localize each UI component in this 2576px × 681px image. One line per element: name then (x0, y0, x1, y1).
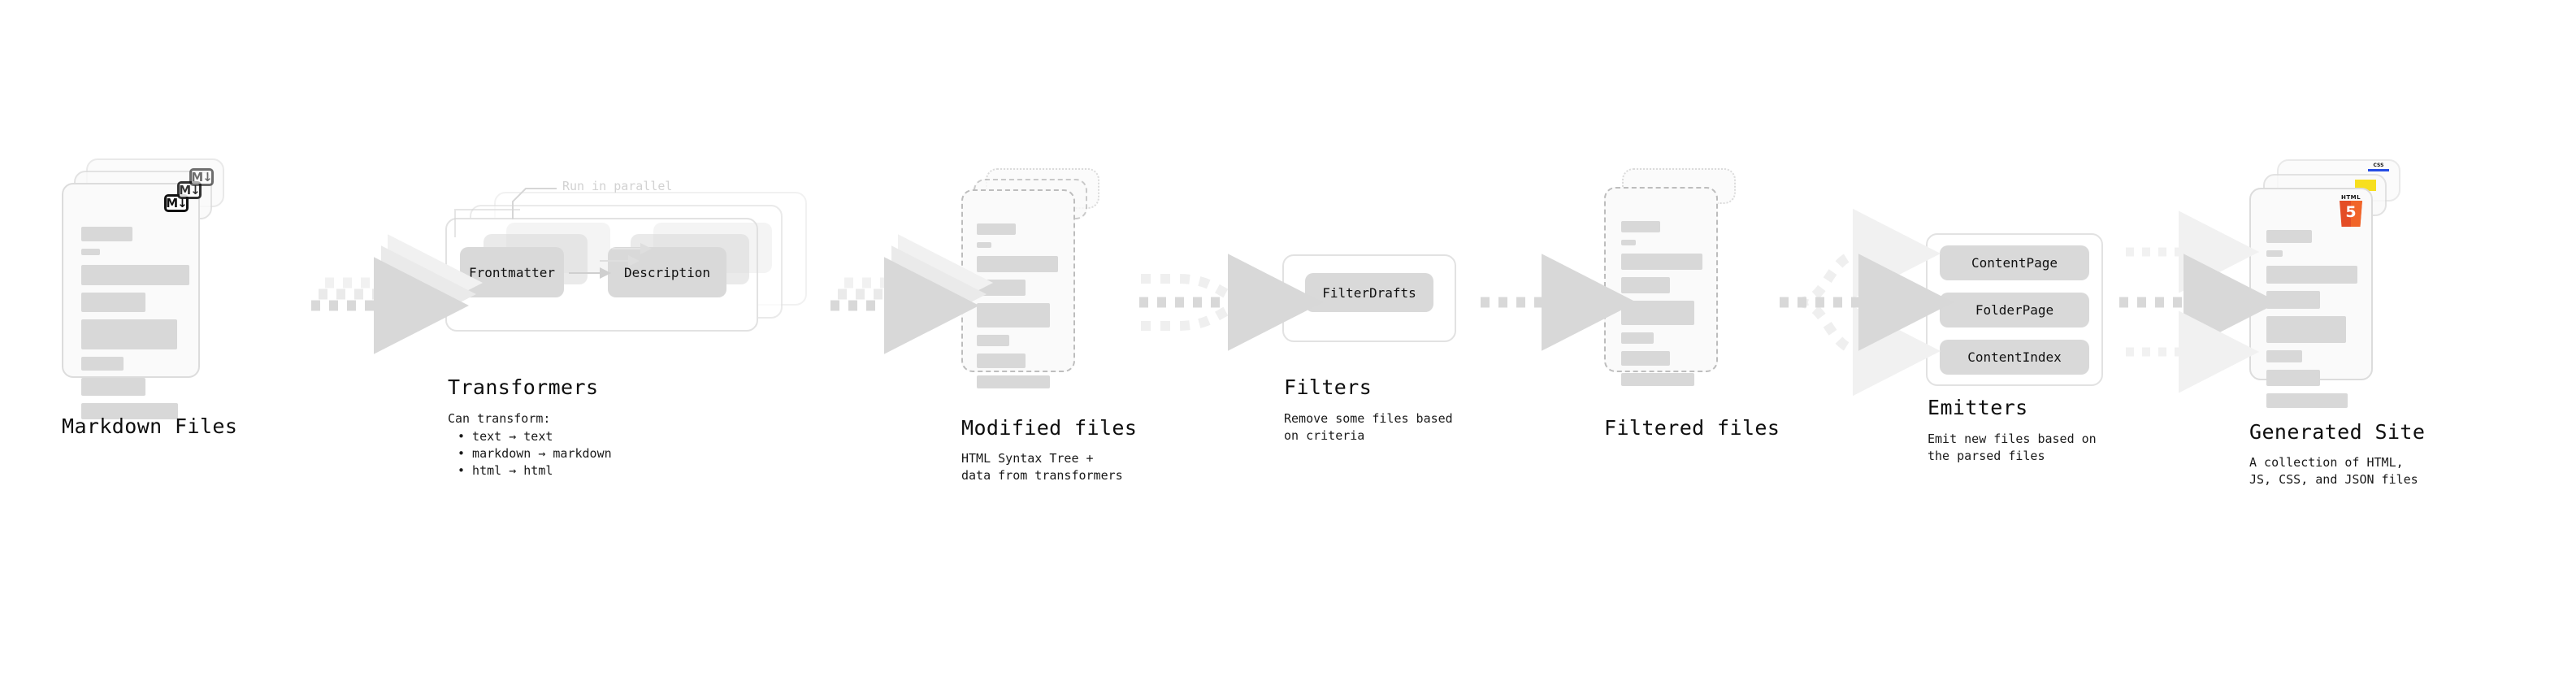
transformers-bullets: • text → text • markdown → markdown • ht… (458, 428, 612, 479)
modified-files-desc: HTML Syntax Tree + data from transformer… (961, 451, 1123, 483)
markdown-files-stack: M↓ M↓ M↓ (62, 158, 224, 419)
chip-filterdrafts[interactable]: FilterDrafts (1305, 273, 1433, 312)
filtered-card-bars (1621, 221, 1702, 393)
run-in-parallel-label: Run in parallel (562, 179, 673, 193)
transformers-title: Transformers (448, 375, 599, 399)
modified-files-title: Modified files (961, 416, 1138, 440)
connector-emitters-to-generated (2119, 210, 2279, 393)
markdown-icon-mid: M↓ (177, 181, 202, 199)
emitters-group: ContentPage FolderPage ContentIndex (1926, 233, 2103, 386)
transformers-bullet-0: • text → text (458, 429, 553, 444)
markdown-icon: M↓ (164, 194, 189, 212)
markdown-card-front: M↓ (62, 183, 200, 419)
html5-icon: HTML 5 (2337, 194, 2365, 228)
generated-site-title: Generated Site (2249, 420, 2426, 444)
html5-icon-shield: 5 (2340, 201, 2362, 227)
modified-files-stack (961, 168, 1124, 388)
css3-icon: CSS (2366, 163, 2391, 173)
chip-contentindex[interactable]: ContentIndex (1940, 340, 2089, 375)
transformers-bullet-2: • html → html (458, 463, 553, 478)
html5-icon-label: HTML (2340, 194, 2361, 201)
generated-card-front: HTML 5 (2249, 188, 2373, 408)
connector-modified-to-filters (1139, 254, 1323, 351)
filtered-files-title: Filtered files (1604, 416, 1780, 440)
chip-description[interactable]: Description (608, 247, 726, 297)
filtered-card-front (1604, 187, 1718, 386)
connector-markdown-to-transformers (311, 234, 483, 354)
connector-filtered-to-emitters (1780, 208, 1954, 397)
css3-icon-bar (2368, 169, 2389, 171)
generated-card-bars (2266, 230, 2357, 415)
generated-site-desc: A collection of HTML, JS, CSS, and JSON … (2249, 455, 2418, 487)
html5-icon-number: 5 (2345, 203, 2357, 221)
filtered-files-stack (1604, 168, 1767, 386)
filters-group: FilterDrafts (1282, 254, 1456, 342)
filters-desc: Remove some files based on criteria (1284, 411, 1453, 443)
modified-card-bars (977, 223, 1059, 396)
modified-card-front (961, 189, 1075, 388)
markdown-card-bars (81, 227, 189, 427)
filters-title: Filters (1284, 375, 1373, 399)
connector-transformers-to-modified (830, 234, 993, 354)
markdown-files-title: Markdown Files (62, 414, 238, 438)
transformers-desc-head: Can transform: (448, 411, 551, 426)
chip-contentpage[interactable]: ContentPage (1940, 245, 2089, 280)
transformers-bullet-1: • markdown → markdown (458, 446, 612, 461)
markdown-icon-back: M↓ (189, 168, 214, 186)
transformers-group: Frontmatter Description (445, 192, 827, 354)
css3-icon-label: CSS (2373, 163, 2384, 168)
chip-frontmatter[interactable]: Frontmatter (460, 247, 564, 297)
generated-site-stack: CSS HTML 5 (2249, 159, 2420, 408)
chip-folderpage[interactable]: FolderPage (1940, 293, 2089, 327)
emitters-desc: Emit new files based on the parsed files (1928, 432, 2097, 463)
emitters-title: Emitters (1928, 396, 2028, 419)
